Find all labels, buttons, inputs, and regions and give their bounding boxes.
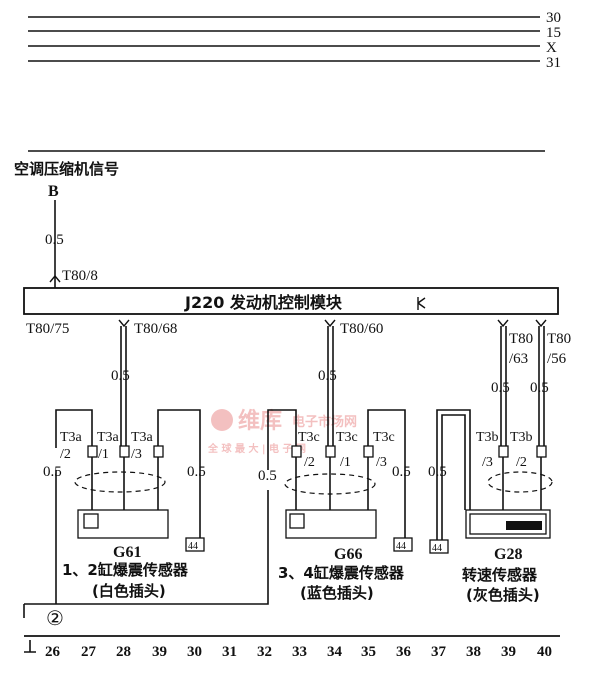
ecu-pin-t68: T80/68 bbox=[134, 321, 177, 337]
wire-size-label: 0.5 bbox=[111, 368, 130, 384]
ecu-pin-t56-b: /56 bbox=[547, 351, 567, 367]
rail-label-30: 30 bbox=[546, 10, 561, 26]
column-number: 39 bbox=[152, 644, 167, 660]
wire-size-label: 0.5 bbox=[428, 464, 447, 480]
g66-pin-1-b: /2 bbox=[304, 455, 315, 470]
column-number: 37 bbox=[431, 644, 447, 660]
column-number: 36 bbox=[396, 644, 412, 660]
g66-desc: 3、4缸爆震传感器 bbox=[278, 564, 405, 582]
g28-magnet bbox=[506, 521, 542, 530]
g28-name: G28 bbox=[494, 546, 522, 563]
ecu-pin-t56-a: T80 bbox=[547, 331, 571, 347]
g66-name: G66 bbox=[334, 546, 362, 563]
ecu-pin-top: T80/8 bbox=[62, 268, 98, 284]
column-number: 39 bbox=[501, 644, 516, 660]
pin-arrow-icon bbox=[535, 319, 547, 328]
column-number: 32 bbox=[257, 644, 272, 660]
column-number: 28 bbox=[116, 644, 131, 660]
g61-pin-3-b: /3 bbox=[131, 447, 142, 462]
rail-label-31: 31 bbox=[546, 55, 561, 71]
pin-arrow-icon bbox=[118, 319, 130, 328]
column-number: 31 bbox=[222, 644, 237, 660]
rail-label-x: X bbox=[546, 40, 557, 56]
ecu-pin-t63-b: /63 bbox=[509, 351, 528, 367]
g61-name: G61 bbox=[113, 544, 141, 561]
pin-arrow-icon bbox=[49, 274, 61, 283]
g28-desc: 转速传感器 bbox=[462, 566, 538, 584]
wire-size-label: 0.5 bbox=[530, 380, 549, 396]
wire-size-label: 0.5 bbox=[187, 464, 206, 480]
ground-point-label: ② bbox=[46, 608, 64, 630]
g61-shield-ellipse bbox=[74, 471, 166, 493]
g28-shield-ellipse bbox=[487, 471, 553, 493]
g61-pin-3-a: T3a bbox=[131, 430, 154, 445]
g61-connector bbox=[77, 445, 169, 539]
g66-ground-ref bbox=[393, 537, 413, 552]
g66-pin-2-b: /1 bbox=[340, 455, 351, 470]
watermark: 维库 电子市场网 全 球 最 大 | 电 子 网 bbox=[207, 408, 357, 455]
g28-ground-ref-label: 44 bbox=[432, 543, 442, 554]
column-number: 26 bbox=[45, 644, 61, 660]
g66-note: (蓝色插头) bbox=[300, 584, 374, 602]
g66-pin-3-a: T3c bbox=[373, 430, 395, 445]
ecu-pin-t75: T80/75 bbox=[26, 321, 69, 337]
column-number: 33 bbox=[292, 644, 307, 660]
g66-ground-ref-label: 44 bbox=[396, 541, 406, 552]
g28-connector bbox=[465, 445, 551, 539]
ecu-module bbox=[23, 287, 559, 315]
wire-size-label: 0.5 bbox=[392, 464, 411, 480]
ecu-pin-t60: T80/60 bbox=[340, 321, 383, 337]
wire-size-label: 0.5 bbox=[318, 368, 337, 384]
g28-pin-1-a: T3b bbox=[476, 430, 499, 445]
wire-gauge-labels: 0.5 0.5 0.5 0.5 0.5 0.5 0.5 0.5 0.5 bbox=[43, 368, 549, 484]
g66-connector bbox=[285, 445, 377, 539]
ecu-pin-t63-a: T80 bbox=[509, 331, 533, 347]
g66-shield-ellipse bbox=[284, 473, 376, 495]
g28-note: (灰色插头) bbox=[466, 586, 540, 604]
signal-wire-size: 0.5 bbox=[45, 232, 64, 248]
column-number: 38 bbox=[466, 644, 481, 660]
watermark-sub: 电子市场网 bbox=[292, 414, 357, 430]
column-number: 35 bbox=[361, 644, 376, 660]
ecu-mark-icon bbox=[417, 297, 426, 310]
g28-pin-2-a: T3b bbox=[510, 430, 533, 445]
g66-pin-1-a: T3c bbox=[298, 430, 320, 445]
signal-title: 空调压缩机信号 bbox=[14, 160, 119, 178]
signal-pin: B bbox=[48, 183, 59, 200]
watermark-title: 维库 bbox=[238, 408, 282, 434]
pin-arrow-icon bbox=[324, 319, 336, 328]
g28-ground-ref bbox=[429, 539, 449, 554]
supply-rails bbox=[28, 16, 545, 152]
g61-pin-1-b: /2 bbox=[60, 447, 71, 462]
g61-desc: 1、2缸爆震传感器 bbox=[62, 561, 189, 579]
ground-icon bbox=[24, 640, 36, 653]
g66-pin-3-b: /3 bbox=[376, 455, 387, 470]
column-numbers: 26 27 28 39 30 31 32 33 34 35 36 37 38 3… bbox=[45, 644, 552, 660]
g61-pin-1-a: T3a bbox=[60, 430, 83, 445]
g66-pin-2-a: T3c bbox=[336, 430, 358, 445]
wire-size-label: 0.5 bbox=[258, 468, 277, 484]
g61-pin-2-a: T3a bbox=[97, 430, 120, 445]
column-number: 30 bbox=[187, 644, 202, 660]
g61-ground-ref-label: 44 bbox=[188, 541, 198, 552]
pin-arrow-icon bbox=[497, 319, 509, 328]
ecu-pin-arrows bbox=[118, 319, 547, 328]
g61-note: (白色插头) bbox=[92, 582, 166, 600]
g61-pin-2-b: /1 bbox=[98, 447, 109, 462]
column-number: 27 bbox=[81, 644, 97, 660]
wire-size-label: 0.5 bbox=[43, 464, 62, 480]
g61-ground-ref bbox=[185, 537, 205, 552]
column-number: 34 bbox=[327, 644, 343, 660]
watermark-line: 全 球 最 大 | 电 子 网 bbox=[207, 442, 306, 455]
wire-size-label: 0.5 bbox=[491, 380, 510, 396]
g28-pin-1-b: /3 bbox=[482, 455, 493, 470]
ecu-label: J220 发动机控制模块 bbox=[184, 293, 343, 312]
wires bbox=[23, 326, 560, 637]
g28-pin-2-b: /2 bbox=[516, 455, 527, 470]
column-number: 40 bbox=[537, 644, 552, 660]
rail-label-15: 15 bbox=[546, 25, 561, 41]
